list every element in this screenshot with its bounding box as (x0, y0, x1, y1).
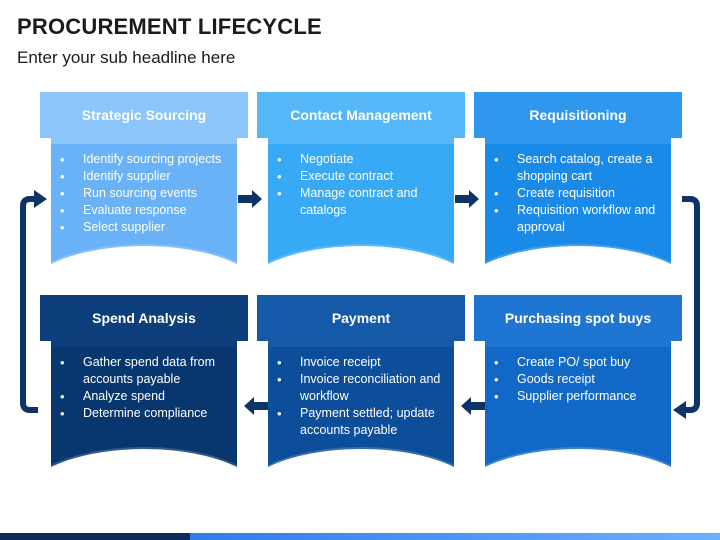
list-item: Invoice reconciliation and workflow (277, 371, 461, 405)
card-title: Spend Analysis (92, 310, 196, 326)
list-item: Select supplier (60, 219, 244, 236)
page-title: PROCUREMENT LIFECYCLE (17, 14, 322, 39)
card-wave-highlight (485, 244, 671, 264)
arrow-left-icon (244, 397, 254, 415)
list-item: Manage contract and catalogs (277, 185, 461, 219)
arrow-shaft (252, 402, 268, 410)
card-wave-highlight (485, 447, 671, 467)
card-bullet-list: Gather spend data from accounts payable … (60, 354, 244, 422)
card-title: Strategic Sourcing (81, 107, 207, 123)
list-item: Search catalog, create a shopping cart (494, 151, 678, 185)
bottom-accent-bar-light (190, 533, 720, 540)
card-requisitioning: Requisitioning Search catalog, create a … (474, 92, 682, 272)
card-strategic-sourcing: Strategic Sourcing Identify sourcing pro… (40, 92, 248, 272)
card-header-shape (474, 295, 682, 347)
arrow-shaft (238, 195, 254, 203)
card-wave-highlight (51, 244, 237, 264)
card-bullet-list: Invoice receipt Invoice reconciliation a… (277, 354, 461, 439)
list-item: Negotiate (277, 151, 461, 168)
list-item: Invoice receipt (277, 354, 461, 371)
card-bullet-list: Negotiate Execute contract Manage contra… (277, 151, 461, 219)
list-item: Execute contract (277, 168, 461, 185)
card-title: Contact Management (290, 107, 432, 123)
card-spend-analysis: Spend Analysis Gather spend data from ac… (40, 295, 248, 475)
list-item: Identify sourcing projects (60, 151, 244, 168)
card-payment: Payment Invoice receipt Invoice reconcil… (257, 295, 465, 475)
arrow-right-icon (34, 190, 47, 208)
list-item: Payment settled; update accounts payable (277, 405, 461, 439)
list-item: Identify supplier (60, 168, 244, 185)
card-wave-highlight (268, 244, 454, 264)
arrow-right-icon (252, 190, 262, 208)
card-header-shape (40, 92, 248, 144)
card-bullet-list: Create PO/ spot buy Goods receipt Suppli… (494, 354, 678, 405)
card-header-shape (40, 295, 248, 347)
card-title: Purchasing spot buys (504, 310, 652, 326)
list-item: Goods receipt (494, 371, 678, 388)
list-item: Run sourcing events (60, 185, 244, 202)
arrow-shaft (455, 195, 471, 203)
arrow-shaft (469, 402, 485, 410)
loop-connector-left (20, 196, 38, 413)
list-item: Requisition workflow and approval (494, 202, 678, 236)
card-header-shape (257, 92, 465, 144)
card-bullet-list: Search catalog, create a shopping cart C… (494, 151, 678, 236)
arrow-left-icon (461, 397, 471, 415)
list-item: Supplier performance (494, 388, 678, 405)
list-item: Determine compliance (60, 405, 244, 422)
list-item: Evaluate response (60, 202, 244, 219)
card-header-shape (474, 92, 682, 144)
page-subtitle: Enter your sub headline here (17, 48, 236, 67)
card-contact-management: Contact Management Negotiate Execute con… (257, 92, 465, 272)
arrow-right-icon (469, 190, 479, 208)
list-item: Create requisition (494, 185, 678, 202)
card-title: Payment (331, 310, 391, 326)
card-wave-highlight (51, 447, 237, 467)
list-item: Analyze spend (60, 388, 244, 405)
card-purchasing-spot-buys: Purchasing spot buys Create PO/ spot buy… (474, 295, 682, 475)
card-bullet-list: Identify sourcing projects Identify supp… (60, 151, 244, 236)
list-item: Create PO/ spot buy (494, 354, 678, 371)
card-header-shape (257, 295, 465, 347)
bottom-accent-bar-dark (0, 533, 190, 540)
loop-connector-right (682, 196, 700, 413)
card-wave-highlight (268, 447, 454, 467)
card-title: Requisitioning (529, 107, 627, 123)
arrow-left-icon (673, 401, 686, 419)
list-item: Gather spend data from accounts payable (60, 354, 244, 388)
